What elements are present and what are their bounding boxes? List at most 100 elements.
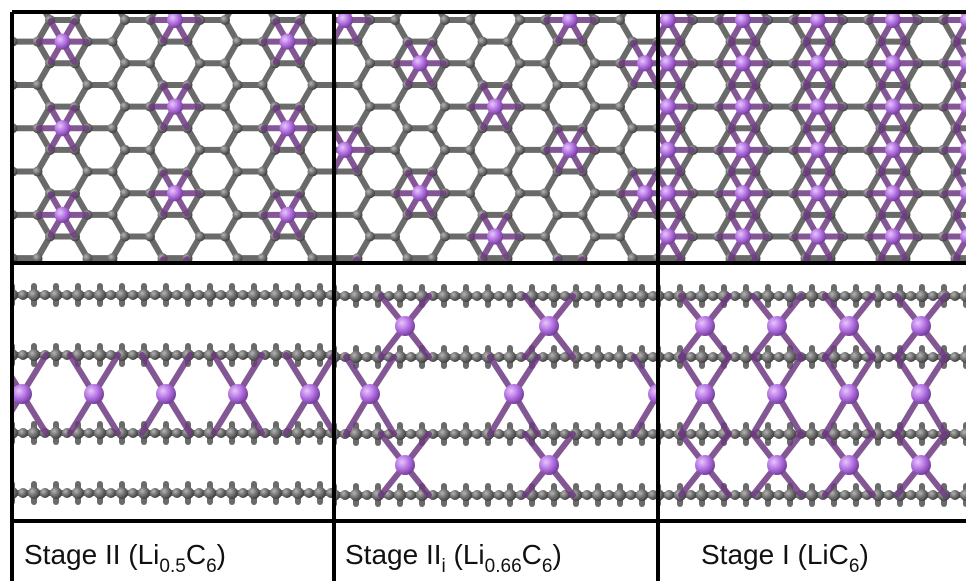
li-c-bond (953, 169, 966, 196)
carbon-atom (592, 428, 604, 440)
lithium-atom (695, 455, 715, 475)
carbon-atom (504, 351, 516, 363)
carbon-atom (350, 489, 362, 501)
carbon-atom (577, 209, 588, 220)
lithium-atom (279, 33, 296, 50)
li-c-bond (953, 104, 966, 131)
carbon-atom (195, 144, 205, 155)
carbon-atom (582, 429, 592, 439)
carbon-atom (582, 352, 592, 362)
carbon-atom (257, 79, 268, 90)
carbon-atom (515, 144, 525, 155)
carbon-atom (950, 291, 960, 301)
carbon-atom (582, 291, 592, 301)
carbon-atom (406, 429, 416, 439)
lithium-atom (279, 120, 296, 137)
carbon-atom (232, 209, 243, 220)
stage-i-side-view (658, 284, 966, 507)
lithium-atom (960, 12, 966, 28)
carbon-atom (116, 487, 128, 499)
carbon-atom (482, 290, 494, 302)
carbon-atom (592, 489, 604, 501)
li-c-bond (953, 147, 966, 174)
carbon-atom (472, 490, 482, 500)
carbon-atom (615, 231, 625, 242)
lithium-atom (810, 55, 826, 72)
carbon-atom (540, 58, 550, 69)
carbon-atom (406, 490, 416, 500)
carbon-atom (615, 101, 625, 112)
carbon-atom (304, 488, 314, 498)
carbon-atom (427, 253, 438, 262)
carbon-atom (872, 489, 884, 501)
carbon-atom (504, 290, 516, 302)
carbon-atom (515, 15, 525, 25)
carbon-atom (950, 490, 960, 500)
carbon-atom (664, 352, 674, 362)
carbon-atom (145, 58, 155, 69)
carbon-atom (906, 352, 916, 362)
carbon-atom (648, 490, 658, 500)
carbon-atom (160, 487, 172, 499)
lithium-atom (660, 55, 676, 72)
carbon-atom (590, 58, 600, 69)
carbon-atom (107, 253, 118, 262)
carbon-atom (762, 290, 774, 302)
carbon-atom (538, 490, 548, 500)
lithium-atom (885, 141, 901, 158)
carbon-atom (390, 15, 400, 25)
carbon-atom (150, 488, 160, 498)
lithium-atom (395, 455, 415, 475)
carbon-atom (806, 290, 818, 302)
carbon-atom (232, 79, 243, 90)
carbon-atom (84, 488, 94, 498)
carbon-atom (402, 123, 413, 134)
li-c-bond (953, 234, 966, 261)
carbon-atom (128, 350, 138, 360)
carbon-atom (238, 428, 248, 438)
lithium-atom (637, 55, 653, 72)
carbon-atom (406, 291, 416, 301)
carbon-atom (220, 101, 230, 112)
lithium-atom (735, 185, 751, 202)
carbon-atom (84, 428, 94, 438)
carbon-atom (106, 488, 116, 498)
carbon-atom (438, 351, 450, 363)
carbon-atom (150, 428, 160, 438)
lithium-atom (562, 12, 578, 28)
li-c-bond (953, 17, 966, 44)
carbon-atom (884, 490, 894, 500)
carbon-atom (686, 352, 696, 362)
carbon-atom (340, 490, 350, 500)
carbon-atom (504, 428, 516, 440)
carbon-atom (40, 488, 50, 498)
carbon-atom (365, 101, 375, 112)
lithium-atom (84, 384, 104, 404)
carbon-atom (696, 428, 708, 440)
lithium-atom (648, 384, 658, 404)
carbon-atom (577, 79, 588, 90)
carbon-atom (18, 428, 28, 438)
carbon-atom (450, 429, 460, 439)
carbon-atom (182, 289, 194, 301)
carbon-atom (592, 290, 604, 302)
lithium-atom (810, 12, 826, 28)
carbon-atom (762, 489, 774, 501)
carbon-atom (307, 79, 318, 90)
carbon-atom (194, 428, 204, 438)
carbon-atom (552, 79, 563, 90)
lithium-atom (735, 141, 751, 158)
carbon-atom (626, 490, 636, 500)
carbon-atom (94, 487, 106, 499)
carbon-atom (614, 290, 626, 302)
carbon-atom (538, 352, 548, 362)
carbon-atom (538, 291, 548, 301)
carbon-atom (477, 36, 488, 47)
carbon-atom (916, 489, 928, 501)
carbon-atom (477, 166, 488, 177)
carbon-atom (402, 253, 413, 262)
carbon-atom (107, 209, 118, 220)
carbon-atom (472, 291, 482, 301)
carbon-atom (350, 351, 362, 363)
